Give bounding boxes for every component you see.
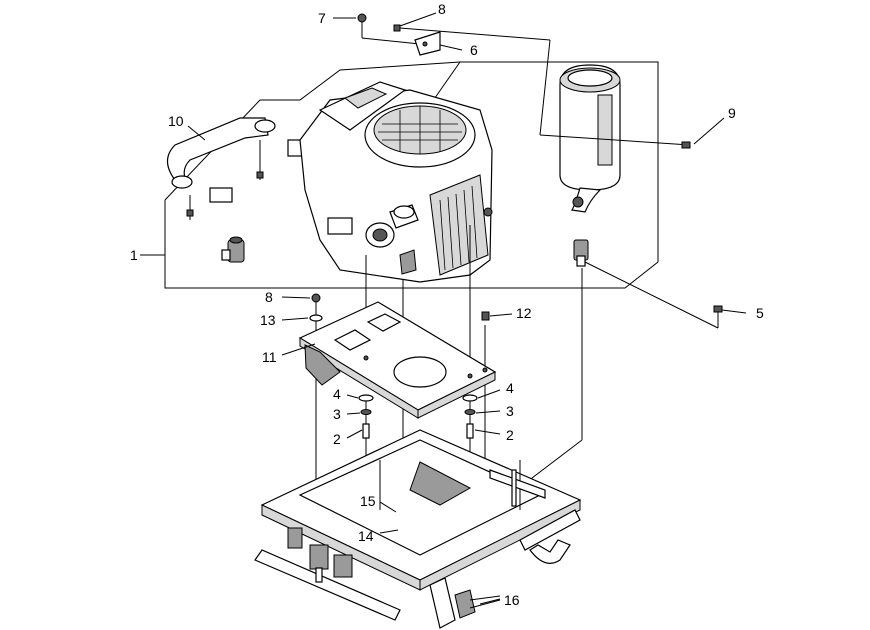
callout-6: 6	[470, 42, 478, 58]
fuel-filter	[221, 236, 245, 263]
callout-3b: 3	[506, 403, 514, 419]
callout-2a: 2	[333, 431, 341, 447]
callout-labels: 1 2 2 3 3 4 4 5 6 7 8 8 9 10 11 12 13 14…	[130, 1, 764, 608]
callout-15: 15	[360, 493, 376, 509]
callout-4a: 4	[333, 386, 341, 402]
callout-12: 12	[516, 305, 532, 321]
air-cleaner	[559, 64, 621, 213]
callout-7: 7	[318, 10, 326, 26]
callout-4b: 4	[506, 380, 514, 396]
chassis-frame	[254, 429, 582, 629]
callout-13: 13	[260, 312, 276, 328]
intake-hose	[166, 117, 311, 220]
leader-lines	[187, 12, 747, 605]
callout-5: 5	[756, 305, 764, 321]
callout-10: 10	[168, 113, 184, 129]
callout-8b: 8	[265, 289, 273, 305]
callout-11: 11	[262, 349, 277, 365]
callout-8a: 8	[438, 1, 446, 17]
callout-14: 14	[358, 528, 374, 544]
connector	[573, 239, 589, 267]
callout-2b: 2	[506, 427, 514, 443]
engine-body	[299, 81, 493, 283]
callout-9: 9	[728, 105, 736, 121]
callout-16: 16	[504, 592, 520, 608]
engine-plate	[298, 301, 497, 419]
callout-1: 1	[130, 247, 138, 263]
callout-3a: 3	[333, 406, 341, 422]
